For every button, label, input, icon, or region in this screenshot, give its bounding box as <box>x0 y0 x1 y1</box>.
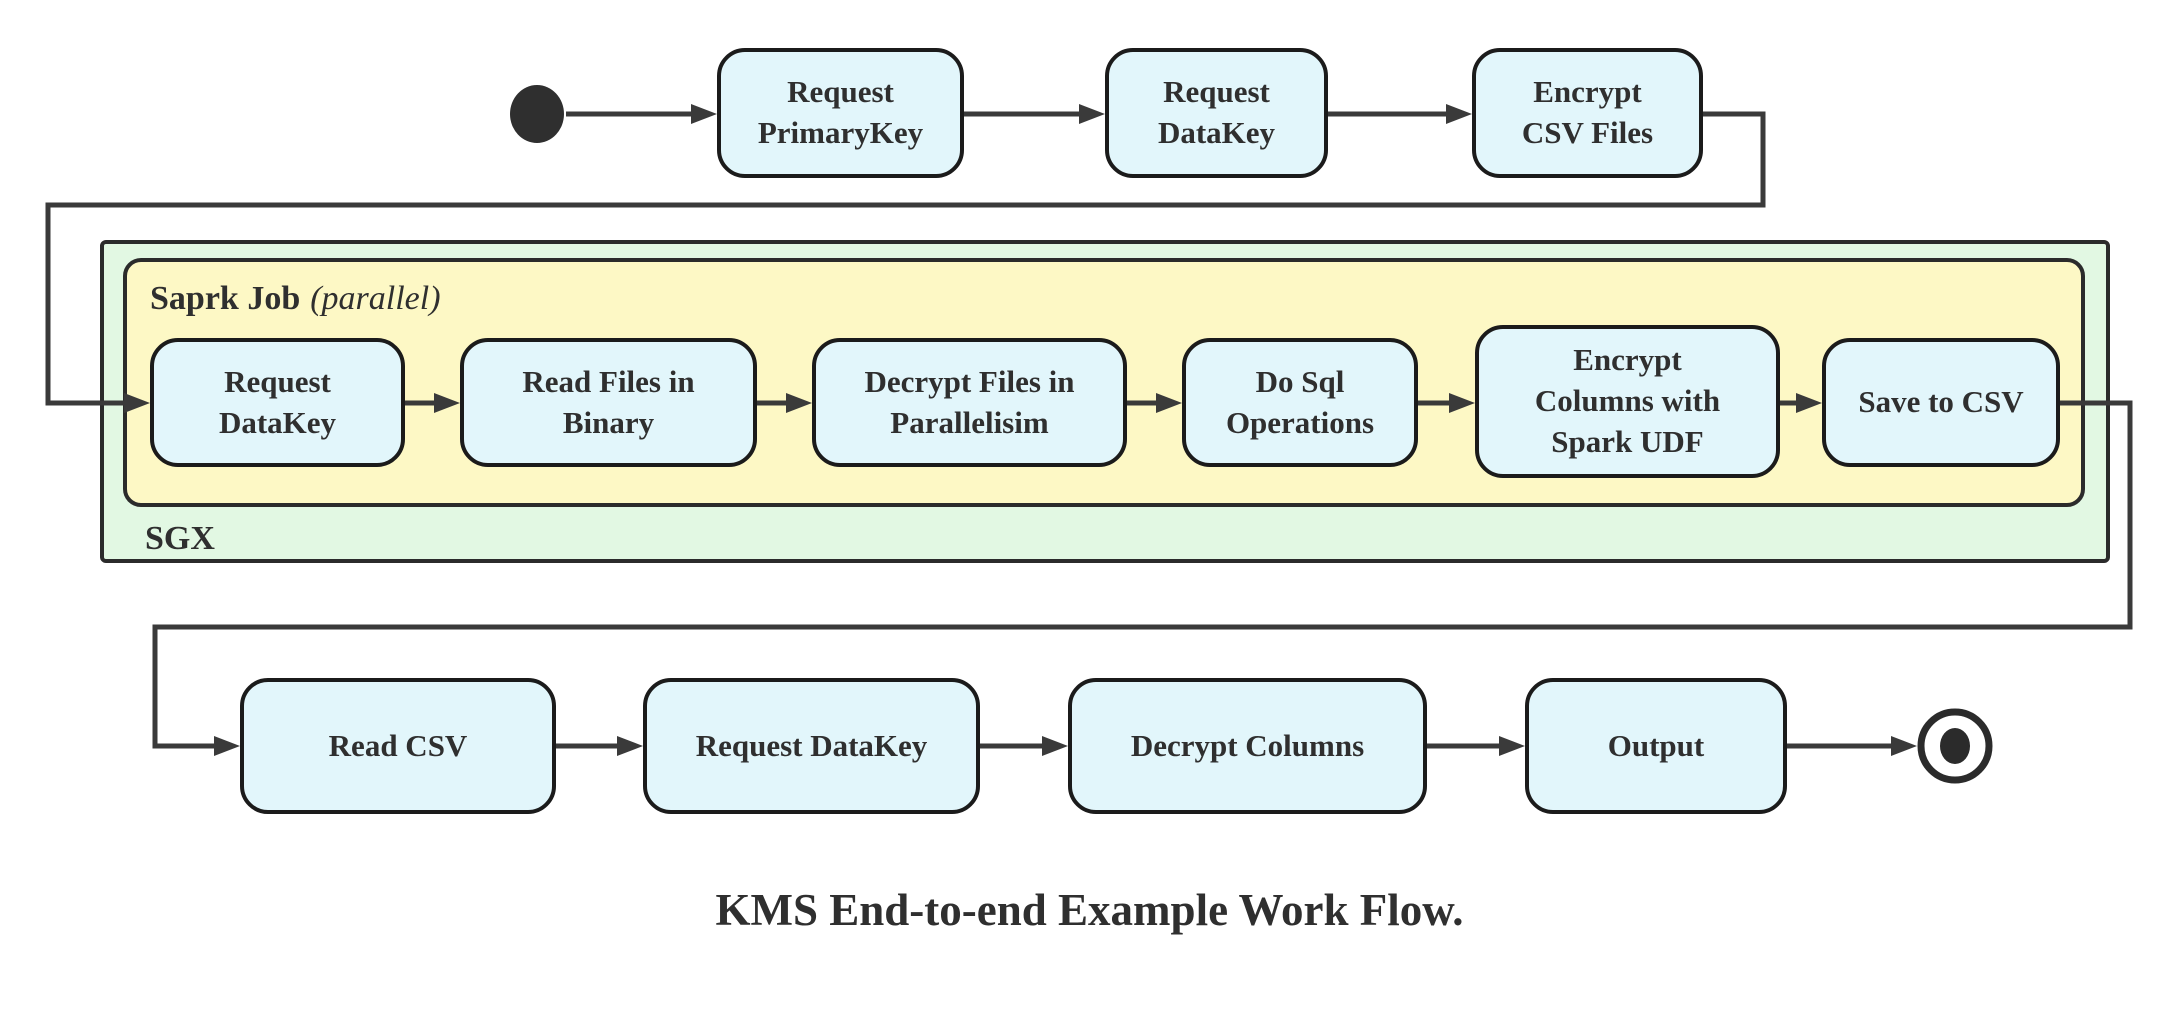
arrowhead <box>786 393 812 413</box>
arrowhead <box>1042 736 1068 756</box>
node-sgx-request-datakey: Request DataKey <box>150 338 405 467</box>
sgx-partition-label: SGX <box>145 520 215 557</box>
arrowhead <box>124 393 150 413</box>
arrowhead <box>691 104 717 124</box>
node-read-files-in-binary: Read Files in Binary <box>460 338 757 467</box>
arrowhead <box>214 736 240 756</box>
diagram-title: KMS End-to-end Example Work Flow. <box>715 885 1464 935</box>
spark-job-label-text: Saprk Job <box>150 280 301 317</box>
arrowhead <box>434 393 460 413</box>
arrowhead <box>1446 104 1472 124</box>
arrowhead <box>1891 736 1917 756</box>
node-do-sql-operations: Do Sql Operations <box>1182 338 1418 467</box>
arrowhead <box>1499 736 1525 756</box>
node-request-datakey-top: Request DataKey <box>1105 48 1328 178</box>
arrowhead <box>1449 393 1475 413</box>
arrowhead <box>1156 393 1182 413</box>
node-decrypt-columns: Decrypt Columns <box>1068 678 1427 814</box>
edge-encrypt-csv-to-sgx-request-datakey <box>45 111 1766 406</box>
arrowhead <box>617 736 643 756</box>
node-encrypt-csv-files: Encrypt CSV Files <box>1472 48 1703 178</box>
node-decrypt-files-in-parallelisim: Decrypt Files in Parallelisim <box>812 338 1127 467</box>
start-node-dot <box>510 85 564 143</box>
edge-save-csv-to-read-csv <box>152 400 2133 749</box>
end-node-inner-dot <box>1940 728 1970 764</box>
node-output: Output <box>1525 678 1787 814</box>
node-save-to-csv: Save to CSV <box>1822 338 2060 467</box>
arrowhead <box>1796 393 1822 413</box>
node-encrypt-columns-with-spark-udf: Encrypt Columns with Spark UDF <box>1475 325 1780 478</box>
arrowhead <box>1079 104 1105 124</box>
node-request-datakey-bottom: Request DataKey <box>643 678 980 814</box>
spark-job-partition-label: Saprk Job(parallel) <box>150 280 441 318</box>
spark-job-parallel-qualifier: (parallel) <box>310 280 441 317</box>
node-read-csv: Read CSV <box>240 678 556 814</box>
node-request-primarykey: Request PrimaryKey <box>717 48 964 178</box>
